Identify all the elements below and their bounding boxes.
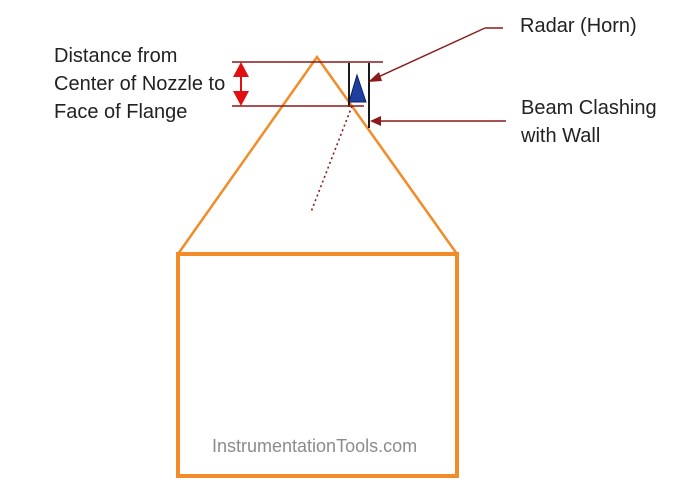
beam-leader — [370, 116, 506, 126]
beam-label-line-2: with Wall — [521, 125, 601, 147]
double-arrow-icon — [233, 62, 249, 106]
radar-horn-icon — [348, 73, 367, 103]
radar-leader — [368, 27, 503, 82]
watermark: InstrumentationTools.com — [212, 436, 418, 456]
beam-path — [310, 105, 353, 213]
distance-label-line-1: Distance from — [54, 45, 178, 67]
beam-label-line-1: Beam Clashing — [521, 97, 657, 119]
tank-roof — [176, 54, 459, 255]
radar-label: Radar (Horn) — [520, 15, 637, 37]
tank-body — [176, 252, 459, 478]
distance-label-line-3: Face of Flange — [54, 101, 188, 123]
distance-label-line-2: Center of Nozzle to — [54, 73, 226, 95]
